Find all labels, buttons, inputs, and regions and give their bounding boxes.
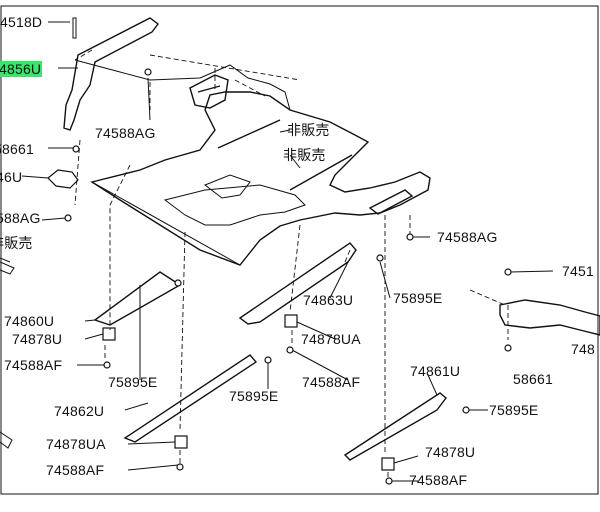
label-not-sold-1[interactable]: 非販売 bbox=[287, 122, 330, 138]
label-74856u-highlighted[interactable]: 74856U bbox=[0, 61, 43, 77]
clip-75895e-mid bbox=[376, 254, 384, 262]
bumper-74878ua-left bbox=[174, 435, 188, 449]
side-member-74860u bbox=[93, 271, 182, 326]
rod-upper bbox=[217, 119, 281, 149]
label-75895e-center[interactable]: 75895E bbox=[229, 388, 279, 404]
label-74588af-right[interactable]: 74588AF bbox=[409, 472, 468, 488]
label-74860u[interactable]: 74860U bbox=[4, 313, 55, 329]
clip-58661-left bbox=[72, 145, 80, 153]
bumper-74878u-left bbox=[102, 327, 116, 341]
label-7451-right[interactable]: 7451 bbox=[562, 263, 594, 279]
bolt-74518d bbox=[72, 17, 77, 39]
side-member-74861u bbox=[343, 392, 447, 461]
leader-lines bbox=[0, 21, 554, 482]
screw-74588ag-top bbox=[144, 68, 152, 76]
main-floor-panel bbox=[90, 91, 431, 266]
screw-74588ag-left bbox=[64, 214, 72, 222]
screw-74588af-left bbox=[103, 361, 111, 369]
label-74588af-left[interactable]: 74588AF bbox=[4, 357, 63, 373]
label-not-sold-2[interactable]: 非販売 bbox=[283, 147, 326, 163]
left-bottom-part bbox=[0, 431, 13, 449]
clip-75895e-center bbox=[264, 356, 272, 364]
label-74588ag-left[interactable]: 74588AG bbox=[0, 210, 41, 226]
bolt-7451x bbox=[504, 268, 512, 276]
label-74878ua-left[interactable]: 74878UA bbox=[46, 436, 106, 452]
label-74878u-right[interactable]: 74878U bbox=[425, 444, 476, 460]
clip-75895e-right bbox=[462, 406, 470, 414]
rod-lower bbox=[289, 154, 353, 191]
assembly-guides bbox=[74, 82, 509, 482]
right-panel-bracket bbox=[368, 189, 414, 215]
left-edge-part bbox=[0, 261, 15, 275]
diagram-frame bbox=[0, 5, 599, 495]
label-74588ag-right[interactable]: 74588AG bbox=[437, 229, 498, 245]
label-74588af-bottom[interactable]: 74588AF bbox=[46, 462, 105, 478]
panel-center-cutout bbox=[203, 174, 251, 199]
upper-bracket bbox=[189, 74, 229, 109]
top-dashed-guide bbox=[74, 49, 301, 97]
screw-74588af-right bbox=[385, 477, 393, 485]
bumper-74878ua-mid bbox=[284, 314, 298, 328]
label-74588ag-top[interactable]: 74588AG bbox=[95, 125, 156, 141]
label-58661-left[interactable]: 58661 bbox=[0, 141, 34, 157]
bracket-74856u bbox=[63, 17, 159, 131]
bumper-74878u-right bbox=[381, 457, 395, 471]
label-74588af-mid[interactable]: 74588AF bbox=[302, 374, 361, 390]
screw-74588af-mid bbox=[286, 346, 294, 354]
screw-74588ag-right bbox=[406, 233, 414, 241]
side-member-74862u bbox=[123, 354, 258, 443]
label-74878ua-mid[interactable]: 74878UA bbox=[301, 331, 361, 347]
tunnel-cover-right bbox=[499, 299, 600, 336]
label-58661-right[interactable]: 58661 bbox=[513, 371, 553, 387]
label-74862u[interactable]: 74862U bbox=[54, 403, 105, 419]
label-75895e-mid[interactable]: 75895E bbox=[393, 290, 443, 306]
label-748-right[interactable]: 748 bbox=[571, 341, 595, 357]
clip-746u bbox=[47, 169, 79, 189]
label-not-sold-left[interactable]: 非販売 bbox=[0, 235, 33, 251]
label-74861u[interactable]: 74861U bbox=[410, 363, 461, 379]
panel-inner-ridge bbox=[91, 181, 306, 266]
label-75895e-right[interactable]: 75895E bbox=[489, 402, 539, 418]
front-cover-outline bbox=[74, 59, 291, 111]
clip-75895e-lower bbox=[174, 279, 182, 287]
label-74863u[interactable]: 74863U bbox=[303, 292, 354, 308]
label-746u[interactable]: 746U bbox=[0, 169, 23, 185]
label-74518d[interactable]: 74518D bbox=[0, 14, 43, 30]
side-member-74863u bbox=[238, 242, 357, 325]
clip-58661-right bbox=[504, 344, 512, 352]
label-75895e-lower[interactable]: 75895E bbox=[108, 374, 158, 390]
screw-74588af-bottom bbox=[176, 463, 184, 471]
label-74878u-left[interactable]: 74878U bbox=[12, 331, 63, 347]
